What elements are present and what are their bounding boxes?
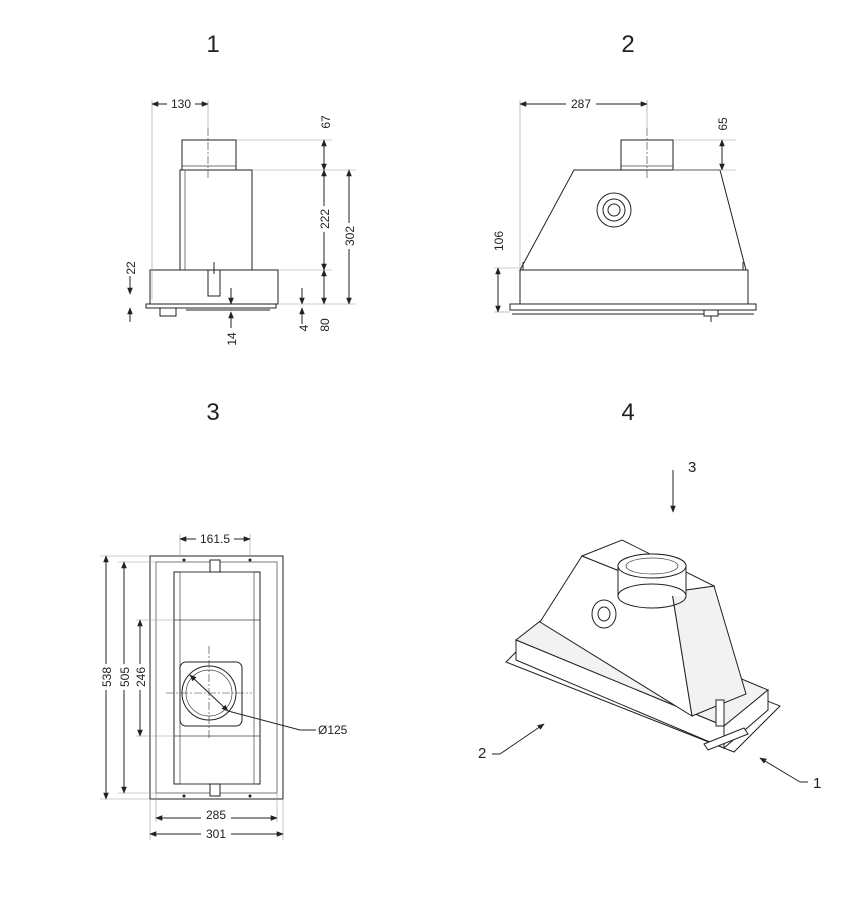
- view-4-isometric: 3 2 1: [478, 459, 821, 792]
- dim-v3-w1: 285: [206, 808, 226, 822]
- view-1-side: 130 67 222 302 80 4 22 14: [124, 97, 357, 346]
- view-label-4: 4: [621, 399, 634, 426]
- callout-3: 3: [688, 459, 696, 476]
- dim-v1-total: 302: [343, 226, 357, 246]
- dim-v3-w2: 301: [206, 827, 226, 841]
- view-2-front: 287 65 106: [492, 97, 757, 322]
- view-label-2: 2: [621, 31, 634, 58]
- dim-v1-base2: 80: [318, 318, 332, 332]
- dim-v2-top: 65: [716, 117, 730, 131]
- dim-v1-body: 222: [318, 209, 332, 229]
- dim-v3-h2: 505: [118, 667, 132, 687]
- dim-v3-diameter: Ø125: [318, 723, 348, 737]
- view-label-1: 1: [206, 31, 219, 58]
- dim-v2-side: 106: [492, 231, 506, 251]
- dim-v1-top: 67: [319, 115, 333, 129]
- view-3-top: Ø125 161.5 538 505 246 285: [99, 532, 348, 841]
- dim-v2-width: 287: [571, 97, 591, 111]
- dim-v3-top: 161.5: [200, 532, 230, 546]
- dim-v1-base: 22: [124, 261, 138, 275]
- dim-v3-h1: 538: [100, 667, 114, 687]
- dim-v1-bottom: 14: [225, 332, 239, 346]
- dim-v1-width: 130: [171, 97, 191, 111]
- callout-1: 1: [813, 775, 821, 792]
- dim-v1-lip: 4: [297, 324, 311, 331]
- callout-2: 2: [478, 745, 486, 762]
- view-label-3: 3: [206, 399, 219, 426]
- dim-v3-h3: 246: [134, 667, 148, 687]
